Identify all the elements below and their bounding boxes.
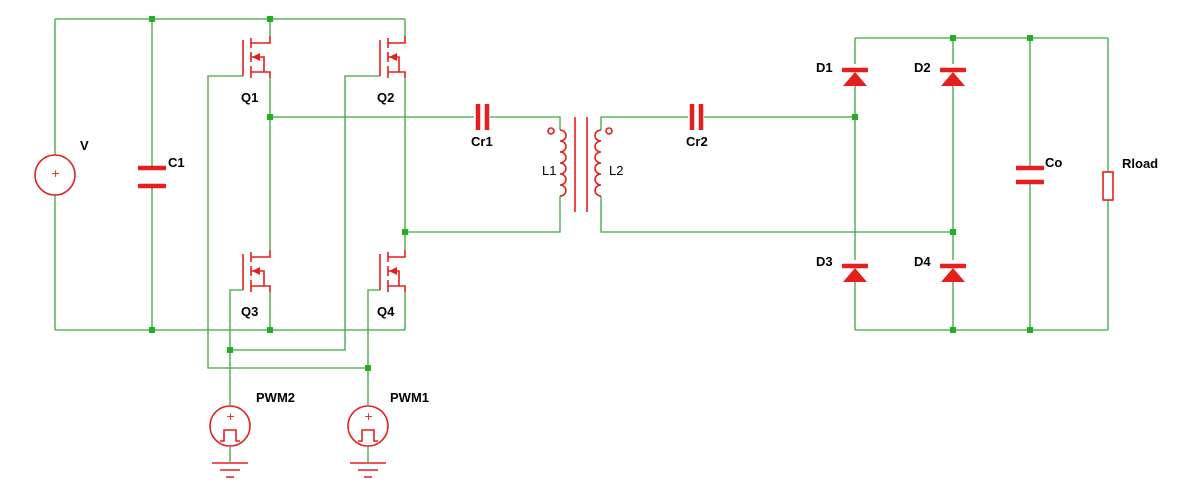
label-rload: Rload: [1122, 156, 1158, 171]
label-pwm2: PWM2: [256, 390, 295, 405]
winding-l1: [559, 129, 567, 197]
label-d3: D3: [816, 254, 833, 269]
resistor-rload: Rload: [1102, 156, 1158, 201]
label-q4: Q4: [377, 304, 395, 319]
diode-d3: D3: [816, 254, 868, 282]
label-l1: L1: [542, 163, 556, 178]
junctions: [149, 16, 1033, 371]
pulse-icon: [358, 429, 378, 442]
label-l2: L2: [609, 163, 623, 178]
pulse-source-pwm2: + PWM2: [209, 390, 295, 447]
label-d4: D4: [914, 254, 931, 269]
capacitor-cr2: Cr2: [686, 104, 708, 149]
capacitor-cr1: Cr1: [471, 104, 493, 149]
label-q3: Q3: [241, 304, 258, 319]
capacitor-co: Co: [1016, 155, 1062, 185]
transformer: L1 L2: [542, 117, 623, 212]
winding-l2: [594, 129, 602, 197]
label-d2: D2: [914, 60, 931, 75]
label-pwm1: PWM1: [390, 390, 429, 405]
dot-l2: [605, 127, 613, 135]
label-q1: Q1: [241, 90, 258, 105]
pwm2-polarity-plus: +: [226, 410, 235, 423]
mosfet-q3: Q3: [241, 250, 271, 319]
label-cr2: Cr2: [686, 134, 708, 149]
label-q2: Q2: [377, 90, 394, 105]
mosfet-q1: Q1: [241, 36, 271, 105]
label-source-v: V: [80, 138, 89, 153]
label-co: Co: [1045, 155, 1062, 170]
transformer-core: [574, 117, 588, 212]
mosfet-q2: Q2: [377, 36, 406, 105]
diode-d2: D2: [914, 60, 966, 86]
pwm1-polarity-plus: +: [364, 410, 373, 423]
ground-symbol: [212, 462, 248, 478]
source-polarity-plus: +: [51, 167, 60, 180]
diode-d1: D1: [816, 60, 868, 86]
capacitor-c1: C1: [138, 155, 185, 189]
pulse-icon: [220, 429, 240, 442]
dot-l1: [547, 127, 555, 135]
diode-d4: D4: [914, 254, 966, 282]
pulse-source-pwm1: + PWM1: [347, 390, 429, 447]
ground-symbol: [350, 462, 386, 478]
dc-voltage-source: + V: [34, 138, 89, 196]
label-d1: D1: [816, 60, 833, 75]
label-c1: C1: [168, 155, 185, 170]
label-cr1: Cr1: [471, 134, 493, 149]
mosfet-q4: Q4: [377, 250, 406, 319]
